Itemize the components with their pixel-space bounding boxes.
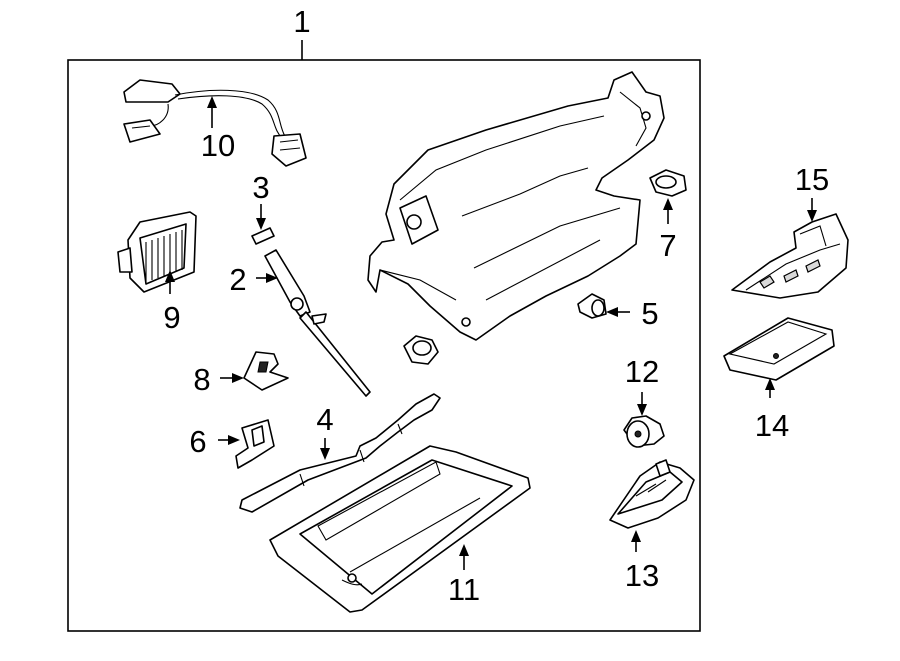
assembly-frame (67, 59, 701, 632)
callout-6[interactable]: 6 (189, 424, 206, 459)
part-4-rail[interactable] (239, 393, 441, 513)
housing-assembly[interactable] (367, 71, 665, 341)
callout-12[interactable]: 12 (625, 354, 659, 389)
callout-9[interactable]: 9 (163, 300, 180, 335)
callout-3[interactable]: 3 (252, 170, 269, 205)
part-5-plug[interactable] (577, 293, 607, 319)
callout-13[interactable]: 13 (625, 558, 659, 593)
part-13-latch[interactable] (609, 459, 695, 529)
part-9-vent[interactable] (117, 211, 197, 293)
callout-8[interactable]: 8 (193, 362, 210, 397)
grommet[interactable] (403, 335, 439, 365)
callout-7[interactable]: 7 (659, 228, 676, 263)
callout-15[interactable]: 15 (795, 162, 829, 197)
part-3-tab[interactable] (251, 227, 275, 245)
part-11-bin[interactable] (269, 445, 531, 613)
part-7-bumper[interactable] (649, 169, 687, 197)
callout-11[interactable]: 11 (448, 572, 480, 607)
part-10-wire-harness[interactable] (123, 79, 307, 167)
part-8-clip[interactable] (243, 351, 289, 391)
callout-14[interactable]: 14 (755, 408, 789, 443)
callout-1[interactable]: 1 (293, 4, 310, 39)
part-12-knob[interactable] (623, 415, 665, 448)
part-15-lid[interactable] (731, 213, 849, 299)
part-6-striker[interactable] (235, 419, 275, 469)
callout-10[interactable]: 10 (201, 128, 235, 163)
part-14-pad[interactable] (723, 317, 835, 381)
part-2-damper[interactable] (264, 249, 371, 397)
callout-4[interactable]: 4 (316, 402, 333, 437)
callout-2[interactable]: 2 (229, 262, 246, 297)
callout-5[interactable]: 5 (641, 296, 658, 331)
